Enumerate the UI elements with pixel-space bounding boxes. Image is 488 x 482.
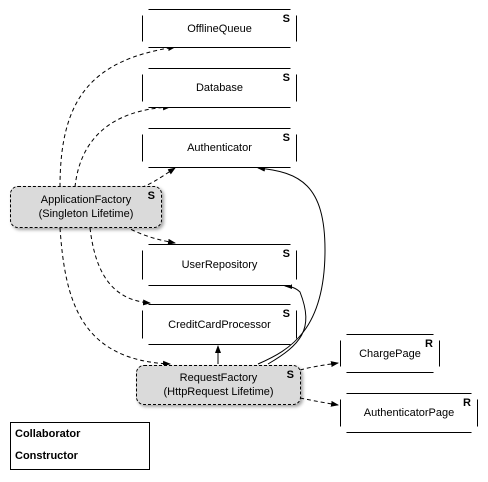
- node-credit-card-processor-badge: S: [282, 308, 290, 320]
- node-offline-queue-label: OfflineQueue: [187, 22, 252, 35]
- node-authenticator-label: Authenticator: [187, 142, 252, 154]
- node-charge-page-badge: R: [425, 338, 433, 350]
- legend-constructor-label: Constructor: [15, 450, 78, 462]
- node-database: Database S: [142, 68, 297, 108]
- edge-requestfactory-chargepage: [299, 361, 339, 371]
- edge-requestfactory-userrepository: [267, 283, 307, 365]
- node-offline-queue: OfflineQueue S: [142, 9, 297, 48]
- node-authenticator-page: AuthenticatorPage R: [340, 393, 478, 433]
- node-user-repository: UserRepository S: [142, 244, 297, 286]
- node-offline-queue-badge: S: [282, 13, 290, 25]
- node-database-label: Database: [195, 82, 244, 94]
- edge-appfactory-offlinequeue: [59, 45, 176, 188]
- node-authenticator-page-badge: R: [463, 397, 471, 409]
- node-charge-page-label: ChargePage: [359, 347, 421, 360]
- legend: Collaborator Constructor: [10, 422, 150, 470]
- node-credit-card-processor: CreditCardProcessor S: [142, 304, 297, 345]
- node-authenticator: Authenticator S: [142, 128, 297, 168]
- legend-collaborator-label: Collaborator: [15, 428, 81, 440]
- node-database-badge: S: [282, 72, 290, 84]
- node-authenticator-badge: S: [282, 132, 290, 144]
- edge-appfactory-database: [74, 104, 171, 188]
- node-charge-page: ChargePage R: [340, 334, 440, 373]
- node-application-factory-badge: S: [147, 190, 155, 202]
- node-user-repository-badge: S: [282, 248, 290, 260]
- edge-requestfactory-authenticatorpage: [299, 397, 339, 407]
- node-user-repository-label: UserRepository: [181, 259, 258, 271]
- node-request-factory: RequestFactory (HttpRequest Lifetime) S: [136, 365, 301, 405]
- edge-appfactory-userrepository: [124, 225, 176, 245]
- node-credit-card-processor-label: CreditCardProcessor: [168, 318, 271, 331]
- node-request-factory-label: RequestFactory (HttpRequest Lifetime): [163, 372, 274, 398]
- node-request-factory-badge: S: [286, 369, 294, 381]
- edge-appfactory-creditcardprocessor: [89, 227, 151, 306]
- node-application-factory: ApplicationFactory (Singleton Lifetime) …: [10, 186, 162, 228]
- edge-appfactory-requestfactory: [59, 227, 171, 367]
- node-authenticator-page-label: AuthenticatorPage: [363, 407, 455, 419]
- edge-requestfactory-authenticator: [257, 165, 326, 365]
- node-application-factory-label: ApplicationFactory (Singleton Lifetime): [38, 194, 134, 220]
